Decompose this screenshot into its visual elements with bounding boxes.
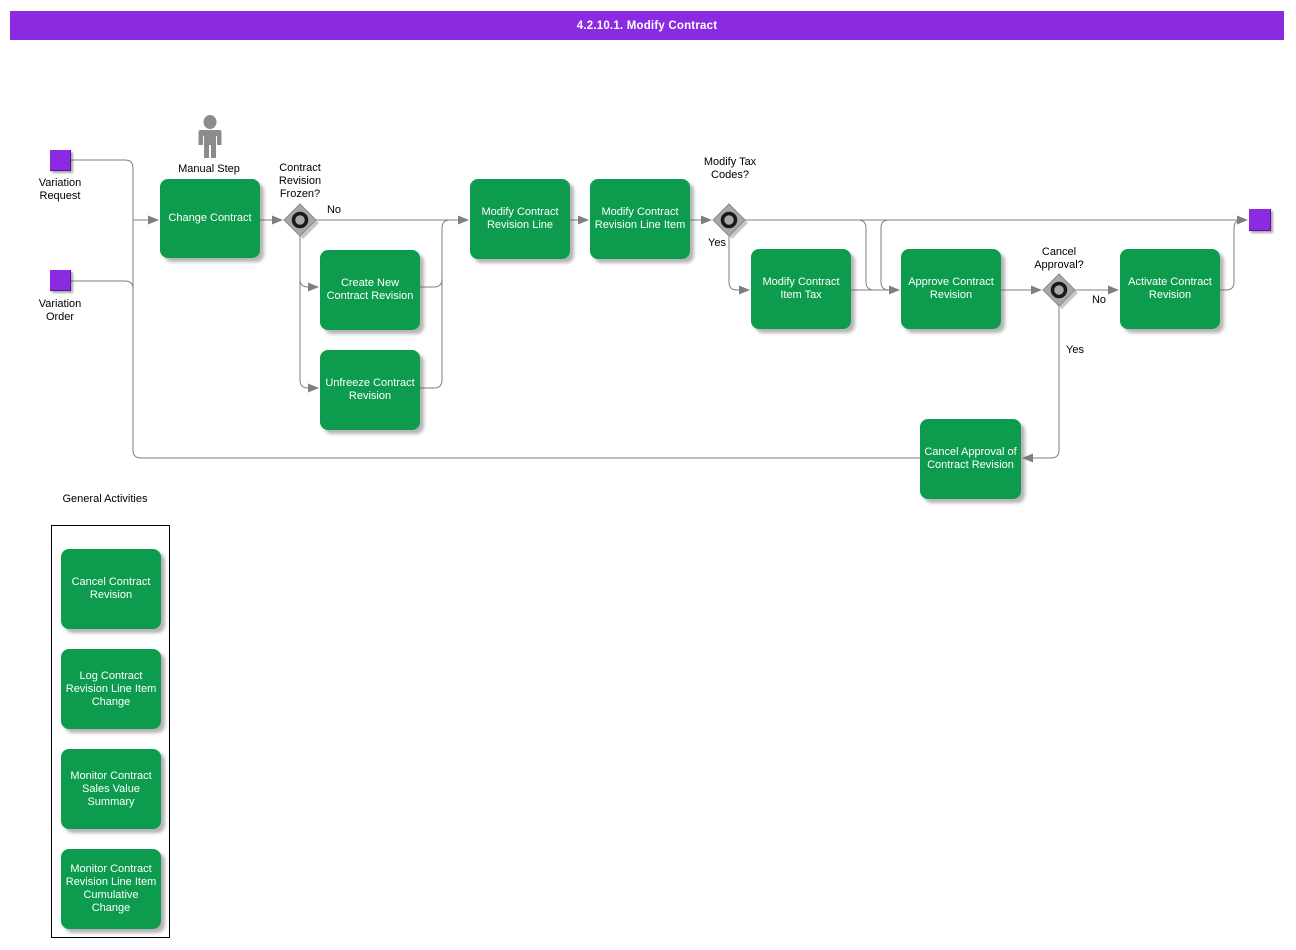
task-log-contract-revision-line-item-change[interactable]: Log Contract Revision Line Item Change bbox=[61, 649, 161, 729]
cancel-decision-diamond bbox=[1042, 273, 1076, 307]
variation-order-label: Variation Order bbox=[38, 298, 82, 323]
task-activate-contract-revision[interactable]: Activate Contract Revision bbox=[1120, 249, 1220, 329]
cancel-decision-label: Cancel Approval? bbox=[1034, 246, 1084, 271]
arrow-into-create-new bbox=[308, 282, 319, 292]
merge-drop-left-line bbox=[857, 219, 875, 291]
unfreeze-out-line bbox=[420, 219, 451, 389]
arrow-into-change-contract bbox=[148, 215, 159, 225]
frozen-decision-label: Contract Revision Frozen? bbox=[278, 162, 322, 200]
cancel-yes-line bbox=[1033, 306, 1060, 459]
activate-out-line bbox=[1220, 219, 1243, 291]
arrowheads bbox=[148, 215, 1248, 463]
frozen-no-label: No bbox=[326, 204, 342, 216]
cancel-no-label: No bbox=[1091, 294, 1107, 306]
page-title: 4.2.10.1. Modify Contract bbox=[10, 11, 1284, 40]
create-new-out-line bbox=[420, 278, 443, 288]
arrow-into-end-node bbox=[1237, 215, 1248, 225]
cancel-decision-circle-icon bbox=[1050, 281, 1068, 299]
return-loop-line bbox=[71, 159, 920, 459]
task-monitor-contract-revision-line-item-cumulative-change[interactable]: Monitor Contract Revision Line Item Cumu… bbox=[61, 849, 161, 929]
arrow-into-tax-decision bbox=[701, 215, 712, 225]
arrow-into-unfreeze bbox=[308, 383, 319, 393]
variation-order-line bbox=[71, 280, 134, 290]
manual-step-person-icon bbox=[192, 115, 228, 159]
task-monitor-contract-sales-value-summary[interactable]: Monitor Contract Sales Value Summary bbox=[61, 749, 161, 829]
task-approve-contract-revision[interactable]: Approve Contract Revision bbox=[901, 249, 1001, 329]
arrow-into-activate bbox=[1108, 285, 1119, 295]
variation-request-label: Variation Request bbox=[38, 177, 82, 202]
tax-decision-label: Modify Tax Codes? bbox=[703, 156, 757, 181]
decision-shapes bbox=[283, 203, 1078, 309]
frozen-decision-circle-icon bbox=[291, 211, 309, 229]
task-cancel-contract-revision[interactable]: Cancel Contract Revision bbox=[61, 549, 161, 629]
arrow-into-revision-line-item bbox=[578, 215, 589, 225]
tax-yes-label: Yes bbox=[708, 237, 726, 249]
arrow-into-item-tax bbox=[739, 285, 750, 295]
general-activities-title: General Activities bbox=[62, 493, 148, 505]
arrow-into-cancel-approval-box bbox=[1022, 453, 1033, 463]
task-unfreeze-contract-revision[interactable]: Unfreeze Contract Revision bbox=[320, 350, 420, 430]
task-modify-contract-item-tax[interactable]: Modify Contract Item Tax bbox=[751, 249, 851, 329]
task-change-contract[interactable]: Change Contract bbox=[160, 179, 260, 258]
arrow-into-modify-revision-line bbox=[458, 215, 469, 225]
manual-step-label: Manual Step bbox=[178, 163, 240, 175]
frozen-decision-diamond bbox=[283, 203, 317, 237]
arrow-into-frozen-decision bbox=[272, 215, 283, 225]
tax-yes-line bbox=[728, 236, 739, 291]
task-modify-contract-revision-line-item[interactable]: Modify Contract Revision Line Item bbox=[590, 179, 690, 259]
task-create-new-contract-revision[interactable]: Create New Contract Revision bbox=[320, 250, 420, 330]
merge-drop-right-line bbox=[880, 219, 890, 291]
cancel-yes-label: Yes bbox=[1066, 344, 1084, 356]
tax-decision-diamond bbox=[712, 203, 746, 237]
create-new-branch-line bbox=[299, 278, 309, 288]
start-node-variation-order bbox=[50, 270, 71, 291]
arrow-into-approve bbox=[889, 285, 900, 295]
arrow-into-cancel-decision bbox=[1031, 285, 1042, 295]
task-modify-contract-revision-line[interactable]: Modify Contract Revision Line bbox=[470, 179, 570, 259]
tax-decision-circle-icon bbox=[720, 211, 738, 229]
frozen-down-line bbox=[299, 236, 309, 389]
task-cancel-approval-of-contract-revision[interactable]: Cancel Approval of Contract Revision bbox=[920, 419, 1021, 499]
end-node bbox=[1249, 209, 1271, 231]
start-node-variation-request bbox=[50, 150, 71, 171]
